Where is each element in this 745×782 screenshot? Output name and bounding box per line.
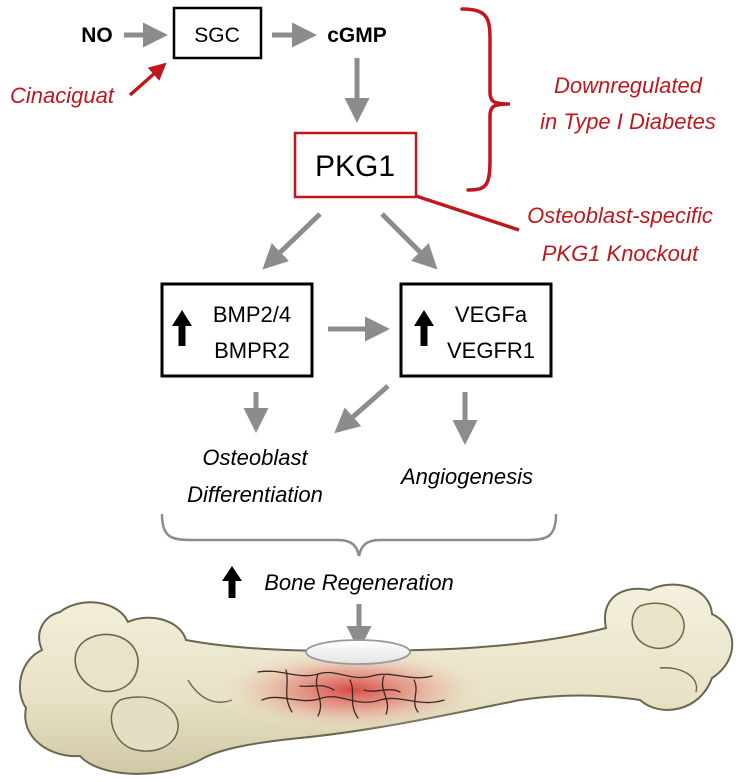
arrow-vegf-to-osteo — [334, 384, 390, 434]
bmp-box — [160, 282, 314, 378]
up-arrow-icon — [222, 566, 242, 598]
no-label: NO — [81, 24, 113, 47]
cinaciguat-label: Cinaciguat — [10, 83, 115, 108]
osteo-line2: Differentiation — [187, 482, 323, 507]
angio-label: Angiogenesis — [399, 464, 533, 489]
bmp-line2: BMPR2 — [214, 338, 290, 363]
up-arrow-icon — [414, 310, 434, 346]
cgmp-label: cGMP — [327, 24, 387, 47]
sgc-label: SGC — [194, 24, 240, 47]
bmp-line1: BMP2/4 — [213, 302, 291, 327]
pkg1-label: PKG1 — [315, 150, 395, 183]
vegf-line2: VEGFR1 — [447, 338, 535, 363]
knockout-line1: Osteoblast-specific — [527, 203, 713, 228]
pkg1-box — [293, 131, 418, 199]
red-brace — [460, 7, 511, 192]
bone-regen-label: Bone Regeneration — [264, 570, 454, 595]
vegf-box — [399, 282, 553, 378]
up-arrow-icon — [172, 310, 192, 346]
knockout-pointer — [415, 194, 520, 232]
bone-illustration — [18, 583, 734, 775]
arrow-cinaciguat-to-sgc — [128, 62, 167, 97]
sgc-box — [172, 6, 263, 60]
osteo-line1: Osteoblast — [202, 445, 308, 470]
downregulated-line2: in Type I Diabetes — [540, 109, 716, 134]
arrow-pkg1-to-bmp — [262, 212, 322, 270]
vegf-line1: VEGFa — [455, 302, 528, 327]
downregulated-line1: Downregulated — [554, 73, 703, 98]
knockout-line2: PKG1 Knockout — [542, 241, 699, 266]
gray-brace — [160, 513, 558, 557]
arrow-pkg1-to-vegf — [380, 212, 438, 270]
